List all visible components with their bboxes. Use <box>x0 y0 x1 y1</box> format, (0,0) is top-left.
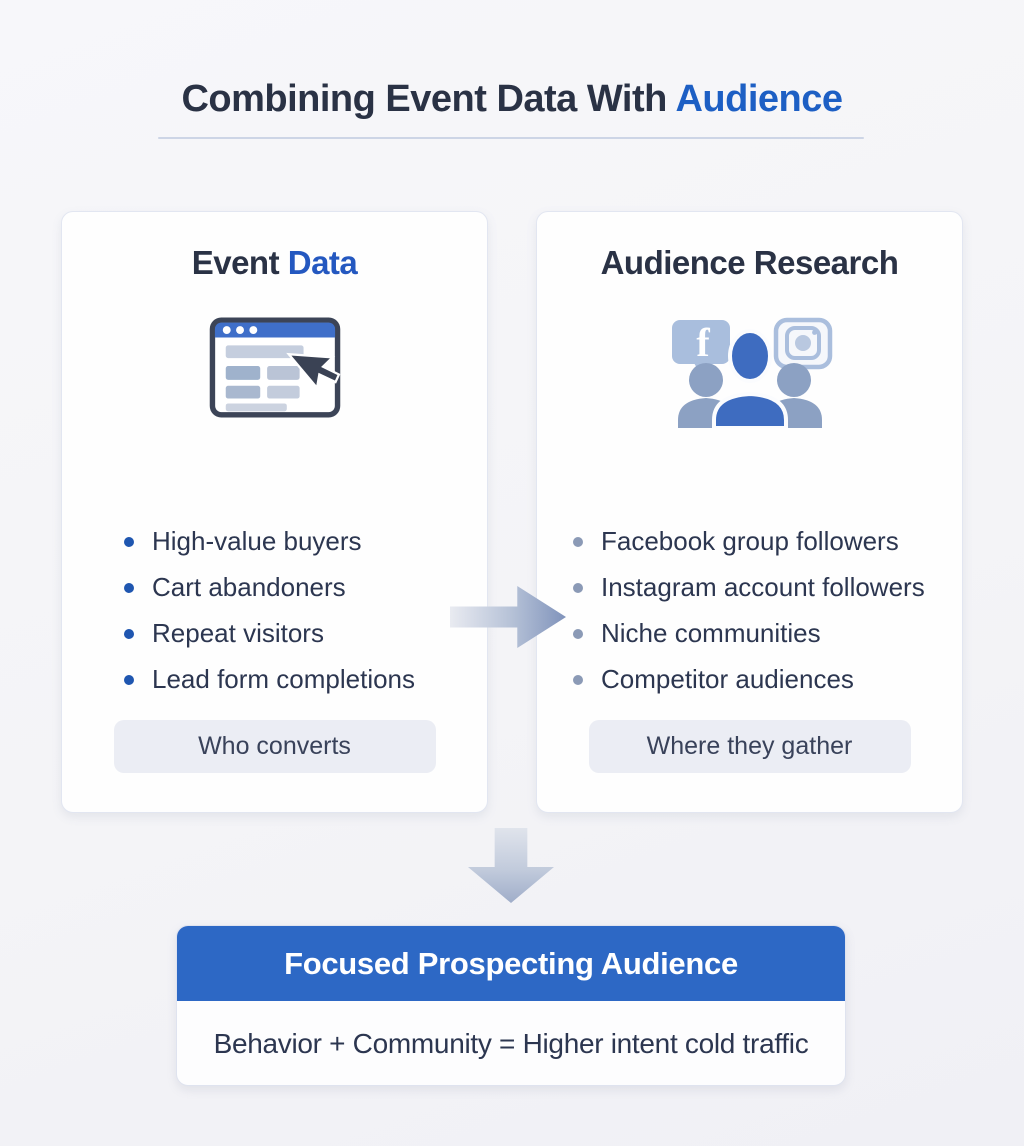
list-item: Niche communities <box>573 620 925 647</box>
bullet-icon <box>124 628 134 639</box>
list-item-label: High-value buyers <box>152 526 362 556</box>
bullet-icon <box>573 536 583 547</box>
event-data-list: High-value buyers Cart abandoners Repeat… <box>124 528 415 712</box>
event-data-title-highlight: Data <box>287 244 358 281</box>
bullet-icon <box>124 536 134 547</box>
list-item-label: Instagram account followers <box>601 572 925 602</box>
bullet-icon <box>573 674 583 685</box>
audience-research-list: Facebook group followers Instagram accou… <box>573 528 925 712</box>
title-divider <box>158 137 864 139</box>
bullet-icon <box>573 582 583 593</box>
result-header: Focused Prospecting Audience <box>177 926 845 1001</box>
browser-click-icon <box>62 316 487 420</box>
list-item: High-value buyers <box>124 528 415 555</box>
list-item: Instagram account followers <box>573 574 925 601</box>
event-data-card-title: Event Data <box>62 244 487 282</box>
svg-text:f: f <box>696 320 710 365</box>
list-item: Facebook group followers <box>573 528 925 555</box>
list-item-label: Repeat visitors <box>152 618 324 648</box>
event-data-title-prefix: Event <box>191 244 288 281</box>
arrow-down-icon <box>468 828 554 903</box>
bullet-icon <box>573 628 583 639</box>
bullet-icon <box>124 674 134 685</box>
list-item-label: Lead form completions <box>152 664 416 694</box>
list-item-label: Niche communities <box>601 618 821 648</box>
list-item: Cart abandoners <box>124 574 415 601</box>
event-data-card: Event Data High-value buyers Cart abando… <box>61 211 488 813</box>
page-title-highlight: Audience <box>675 78 843 120</box>
people-icon <box>677 329 822 428</box>
result-formula: Behavior + Community = Higher intent col… <box>213 1027 809 1059</box>
audience-research-card: Audience Research f <box>536 211 963 813</box>
facebook-instagram-people-icon: f <box>537 316 962 428</box>
focused-prospecting-box: Focused Prospecting Audience Behavior + … <box>176 925 846 1086</box>
audience-research-card-title: Audience Research <box>600 244 899 281</box>
page-title: Combining Event Data With Audience <box>0 78 1024 121</box>
list-item: Lead form completions <box>124 666 415 693</box>
list-item: Competitor audiences <box>573 666 925 693</box>
list-item-label: Cart abandoners <box>152 572 346 602</box>
bullet-icon <box>124 582 134 593</box>
list-item-label: Facebook group followers <box>601 526 899 556</box>
list-item: Repeat visitors <box>124 620 415 647</box>
list-item-label: Competitor audiences <box>601 664 854 694</box>
where-they-gather-badge: Where they gather <box>588 720 911 773</box>
page-title-prefix: Combining Event Data With <box>181 78 676 120</box>
who-converts-badge: Who converts <box>113 720 436 773</box>
